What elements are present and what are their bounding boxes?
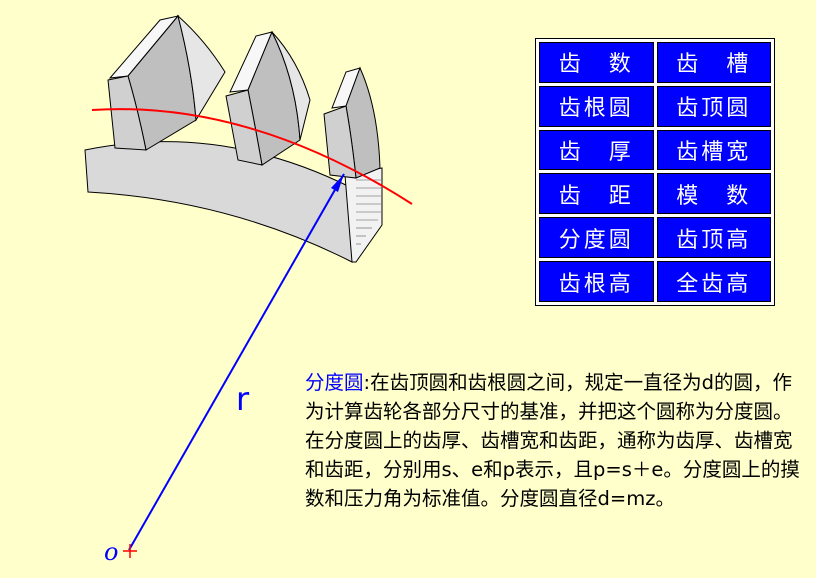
term-pitch-circle[interactable]: 分度圆 [539, 217, 654, 259]
pitch-circle-description: 分度圆:在齿顶圆和齿根圆之间，规定一直径为d的圆，作为计算齿轮各部分尺寸的基准，… [305, 368, 811, 513]
term-whole-depth[interactable]: 全齿高 [656, 261, 771, 302]
center-cross [123, 544, 137, 558]
term-tooth-count[interactable]: 齿 数 [539, 42, 654, 83]
gear-terms-table: 齿 数 齿 槽 齿根圆 齿顶圆 齿 厚 齿槽宽 齿 距 模 数 分度圆 齿顶高 … [535, 38, 775, 306]
term-module[interactable]: 模 数 [656, 173, 771, 215]
gear-tooth-1 [107, 14, 226, 151]
radius-arrowhead [331, 174, 344, 192]
pitch-circle-arc [91, 108, 413, 205]
description-text: :在齿顶圆和齿根圆之间，规定一直径为d的圆，作为计算齿轮各部分尺寸的基准，并把这… [305, 371, 800, 510]
description-term: 分度圆 [305, 371, 364, 394]
term-tooth-space[interactable]: 齿 槽 [656, 42, 771, 83]
side-hatching [356, 179, 381, 245]
term-space-width[interactable]: 齿槽宽 [656, 129, 771, 171]
term-root-circle[interactable]: 齿根圆 [539, 85, 654, 127]
center-label: o [104, 538, 118, 566]
term-dedendum[interactable]: 齿根高 [539, 261, 654, 302]
term-addendum-circle[interactable]: 齿顶圆 [656, 85, 771, 127]
radius-label: r [236, 380, 250, 418]
gear-rim [84, 141, 353, 263]
gear-tooth-3 [323, 66, 381, 179]
radius-line [128, 173, 345, 551]
term-pitch[interactable]: 齿 距 [539, 173, 654, 215]
term-tooth-thickness[interactable]: 齿 厚 [539, 129, 654, 171]
term-addendum[interactable]: 齿顶高 [656, 217, 771, 259]
